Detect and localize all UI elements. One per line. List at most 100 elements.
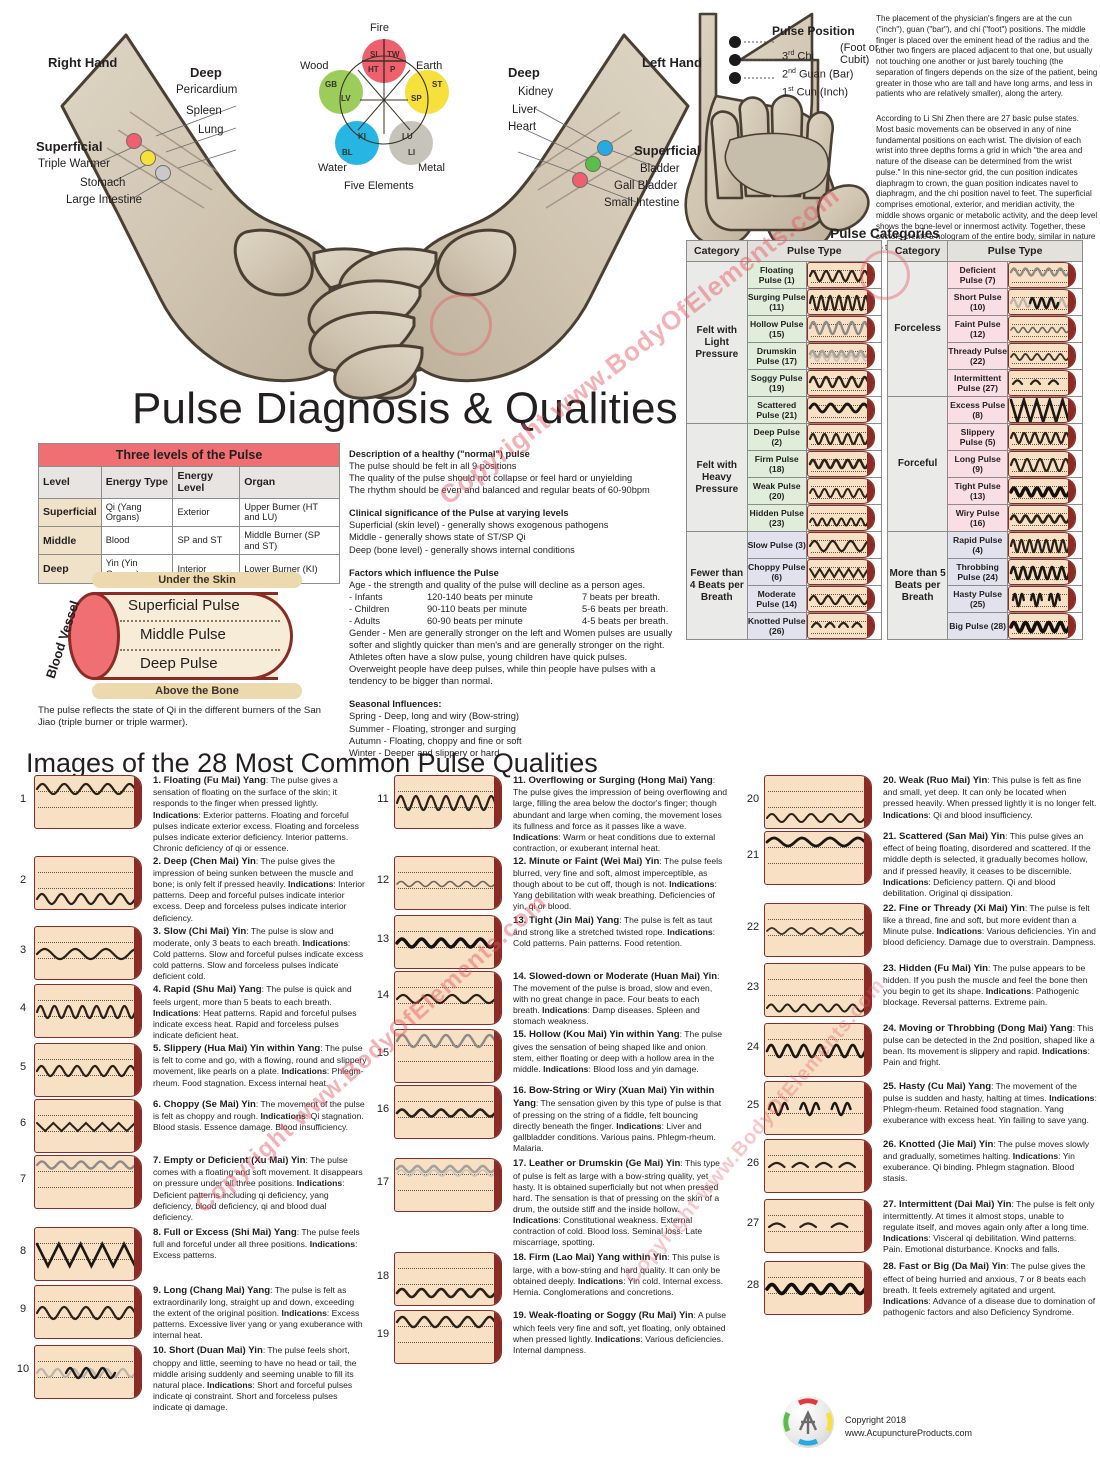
pulse-quality-indications-label: Indications: [204, 1379, 253, 1390]
pulse-quality-title: 5. Slippery (Hua Mai) Yin within Yang: [153, 1042, 321, 1054]
pc-wave-cell: [805, 288, 883, 316]
pulse-quality-title: 26. Knotted (Jie Mai) Yin: [883, 1138, 994, 1150]
five-elements-label-earth: Earth: [416, 60, 443, 72]
pc-wave-cell: [805, 612, 883, 640]
pc-type-cell: Knotted Pulse (26): [746, 612, 807, 640]
pc-type-cell: Short Pulse (10): [947, 288, 1009, 316]
vessel-edge: [864, 1023, 871, 1076]
pulse-quality-text: 6. Choppy (Se Mai) Yin: The movement of …: [146, 1099, 367, 1134]
pulse-quality-number: 19: [376, 1328, 390, 1341]
vessel-edge: [494, 971, 501, 1024]
pp-3-num: 3: [782, 50, 789, 63]
vessel-depth-line: [38, 1186, 133, 1188]
pulse-quality-indications: : Damp diseases. Spleen and stomach weak…: [513, 1005, 700, 1027]
pulse-quality-indications: : Qi stagnation. Blood stasis. Essence d…: [153, 1111, 364, 1133]
description-line: Superficial (skin level) - generally sho…: [349, 520, 609, 531]
pulse-quality-body: : The pulse is felt only intermittently.…: [883, 1198, 1095, 1233]
pc-wave-cell: [805, 585, 883, 613]
pulse-position-title: Pulse Position: [772, 24, 855, 38]
vessel-edge: [866, 533, 874, 557]
left-dot-gall-bladder: [585, 156, 601, 172]
pulse-vessel-tight: [1008, 478, 1077, 504]
pulse-quality-body: : The pulse gives the impression of bein…: [153, 855, 354, 890]
pc-type-cell: Firm Pulse (18): [746, 450, 807, 478]
pulse-quality-indications-label: Indications: [513, 831, 559, 842]
pulse-quality-title: 9. Long (Chang Mai) Yang: [153, 1284, 271, 1296]
pulse-quality-graphic: [764, 1198, 876, 1253]
table-row: Knotted Pulse (26): [687, 612, 883, 640]
vessel-edge: [1068, 263, 1076, 287]
pulse-quality-title: 4. Rapid (Shu Mai) Yang: [153, 984, 262, 996]
pulse-quality-number: 28: [746, 1279, 760, 1292]
vessel-depth-line: [398, 1101, 493, 1103]
pulse-quality-indications-label: Indications: [883, 876, 929, 887]
table-row: Faint Pulse (12): [888, 315, 1083, 343]
pc-type-cell: Moderate Pulse (14): [746, 585, 807, 613]
age-cell: 7 beats per breath.: [582, 591, 661, 602]
pulse-quality-number: 8: [19, 1244, 27, 1257]
vessel-depth-line: [38, 1114, 133, 1116]
pulse-quality-indications-label: Indications: [300, 937, 348, 948]
pulse-quality-indications: : Excess patterns. Excessive liver yang …: [153, 1308, 363, 1341]
vessel-edge: [864, 903, 871, 956]
pc-type-cell: Slippery Pulse (5): [947, 423, 1009, 451]
vessel-edge: [864, 1139, 871, 1192]
pulse-quality-body: : This pulse can be detected in the 2nd …: [883, 1022, 1095, 1057]
pulse-quality-number: 22: [746, 920, 760, 933]
pulse-quality-graphic: [394, 855, 506, 910]
pulse-quality-number: 11: [377, 793, 389, 805]
vessel-depth-line: [1012, 498, 1068, 499]
pulse-quality-text: 28. Fast or Big (Da Mai) Yin: The pulse …: [876, 1261, 1097, 1318]
vessel-edge: [134, 856, 141, 909]
vessel-edge: [1068, 506, 1076, 530]
vessel-edge: [134, 985, 141, 1038]
pulse-quality-indications: : Yin cold. Internal excess. Hernia. Con…: [513, 1275, 724, 1297]
spacer: [349, 687, 689, 698]
pulse-quality-graphic: [764, 902, 876, 957]
vessel-depth-line: [810, 594, 866, 595]
right-dot-lung: [155, 165, 171, 181]
vessel-depth-line: [768, 863, 863, 864]
bv-layer-middle: Middle Pulse: [140, 626, 226, 643]
five-elements-caption: Five Elements: [344, 180, 414, 192]
pulse-quality-text: 18. Firm (Lao Mai) Yang within Yin: This…: [506, 1252, 727, 1298]
pulse-quality-number: 20: [746, 793, 760, 805]
pulse-quality-graphic: [34, 1226, 146, 1281]
description-line: Age - the strength and quality of the pu…: [349, 579, 646, 590]
pulse-quality-number: 4: [19, 1002, 27, 1015]
pc-wave-cell: [1007, 396, 1083, 424]
pp-3-name: Chi: [797, 50, 814, 63]
pulse-vessel-rapid: [34, 984, 142, 1039]
five-elements-organ-gb: GB: [325, 80, 337, 89]
bv-layer-deep: Deep Pulse: [140, 655, 218, 672]
vessel-edge: [134, 1155, 141, 1208]
table-row: Moderate Pulse (14): [687, 585, 883, 613]
table-row: Wiry Pulse (16): [888, 504, 1083, 532]
pulse-quality-title: 20. Weak (Ruo Mai) Yin: [883, 775, 988, 786]
vessel-edge: [866, 371, 874, 395]
five-elements-circle-water: [335, 121, 379, 165]
vessel-edge: [864, 1262, 871, 1315]
pulse-quality-graphic: [764, 962, 876, 1017]
pc-type-cell: Hollow Pulse (15): [746, 315, 807, 343]
pc-wave-cell: [1007, 315, 1083, 343]
pulse-quality-indications: : Qi and blood insufficiency.: [928, 809, 1033, 820]
pulse-vessel-long: [1008, 451, 1077, 477]
pulse-quality-text: 16. Bow-String or Wiry (Xuan Mai) Yin wi…: [506, 1085, 727, 1154]
pulse-quality-indications: : Pain and fright.: [883, 1046, 1090, 1068]
pc-type-cell: Floating Pulse (1): [746, 261, 807, 289]
pc-wave-cell: [1007, 423, 1083, 451]
pulse-quality-title: 12. Minute or Faint (Wei Mai) Yin: [513, 855, 660, 867]
vessel-depth-line: [38, 887, 133, 889]
pc-category-cell: Forceful: [886, 396, 949, 532]
vessel-depth-line: [768, 847, 863, 848]
vessel-depth-line: [38, 957, 133, 959]
pulse-vessel-scattered: [806, 397, 875, 423]
vessel-depth-line: [1012, 444, 1068, 445]
vessel-edge: [1068, 398, 1076, 422]
pulse-vessel-drumskin: [394, 1158, 502, 1213]
